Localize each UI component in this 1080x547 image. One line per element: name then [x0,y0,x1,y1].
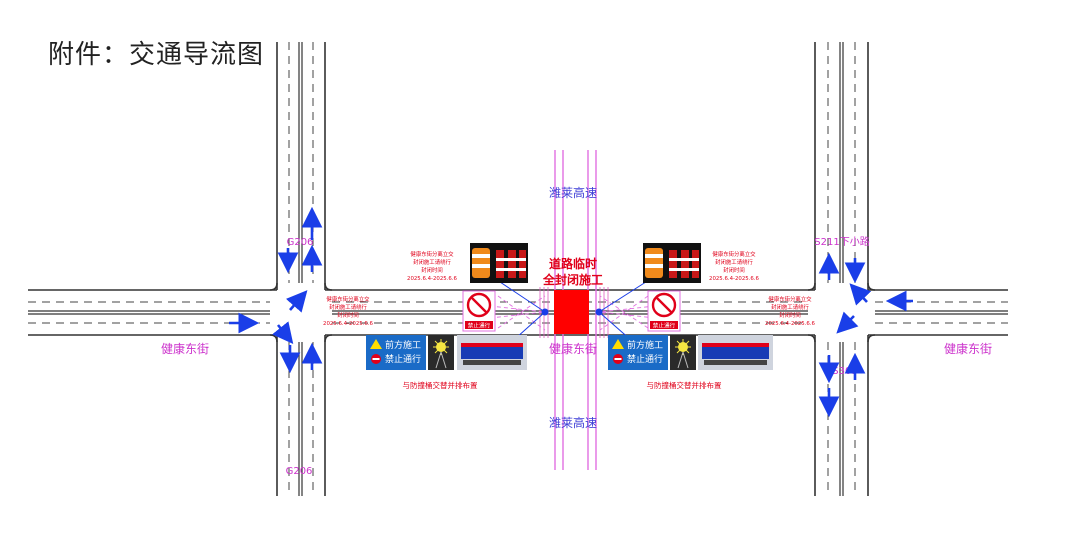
street-label-left: 健康东街 [161,341,209,356]
construction-label-line2: 全封闭施工 [542,272,603,287]
barrel-image-right [643,243,701,283]
warning-light-left [428,335,454,370]
arrow-board-left [457,335,527,370]
road-label-g206-bottom: G206 [286,466,313,477]
notice-line: 健康东街分离立交 [410,250,454,258]
highway-label-top: 潍莱高速 [549,185,597,200]
warning-sign-board-left: 前方施工 禁止通行 [366,335,426,370]
no-entry-sign-right: 禁止通行 [647,290,681,332]
caption-right: 与防撞桶交替并排布置 [647,380,722,390]
no-entry-label: 禁止通行 [653,322,676,330]
sign-line2: 禁止通行 [627,353,663,365]
sign-line1: 前方施工 [385,339,421,351]
caption-left: 与防撞桶交替并排布置 [403,380,478,390]
closure-notice-right-upper: 健康东街分离立交 封闭施工请绕行 封闭时间 2025.6.4-2025.6.6 [709,250,760,282]
construction-zone [554,290,589,334]
page-title: 附件：交通导流图 [48,40,265,70]
notice-line: 封闭时间 [337,311,359,319]
barrel-image-left [470,243,528,283]
no-entry-sign-left: 禁止通行 [462,290,496,332]
road-label-g206-top: G206 [287,237,314,248]
notice-line: 封闭施工请绕行 [715,258,753,266]
notice-line: 封闭施工请绕行 [329,303,367,311]
construction-label-line1: 道路临时 [549,256,597,271]
closure-connectors [489,295,656,331]
notice-line: 封闭时间 [723,266,745,274]
warning-sign-board-right: 前方施工 禁止通行 [608,335,668,370]
notice-line: 健康东街分离立交 [712,250,756,258]
closure-notice-left-lower: 健康东街分离立交 封闭施工请绕行 封闭时间 2025.6.4-2025.6.6 [323,295,374,327]
notice-line: 2025.6.4-2025.6.6 [765,321,816,327]
notice-line: 健康东街分离立交 [326,295,370,303]
closure-notice-left-upper: 健康东街分离立交 封闭施工请绕行 封闭时间 2025.6.4-2025.6.6 [407,250,458,282]
highway-label-bottom: 潍莱高速 [549,415,597,430]
sign-line2: 禁止通行 [385,353,421,365]
street-label-right: 健康东街 [944,341,992,356]
arrow-icon [272,321,294,345]
construction-warning-icon [612,339,624,349]
construction-warning-icon [370,339,382,349]
closure-notice-right-lower: 健康东街分离立交 封闭施工请绕行 封闭时间 2025.6.4-2025.6.6 [765,295,816,327]
warning-light-right [670,335,696,370]
notice-line: 2025.6.4-2025.6.6 [323,321,374,327]
notice-line: 封闭施工请绕行 [771,303,809,311]
sign-line1: 前方施工 [627,339,663,351]
arrow-icon [285,290,308,313]
notice-line: 2025.6.4-2025.6.6 [709,276,760,282]
road-label-s211: S211下小路 [814,235,869,248]
notice-line: 健康东街分离立交 [768,295,812,303]
notice-line: 封闭时间 [421,266,443,274]
notice-line: 封闭时间 [779,311,801,319]
arrow-board-right [698,335,773,370]
arrow-icon [849,283,872,306]
no-entry-label: 禁止通行 [468,322,491,330]
arrow-icon [836,311,859,334]
street-label-center: 健康东街 [549,341,597,356]
notice-line: 2025.6.4-2025.6.6 [407,276,458,282]
diversion-arrows [229,206,913,418]
notice-line: 封闭施工请绕行 [413,258,451,266]
